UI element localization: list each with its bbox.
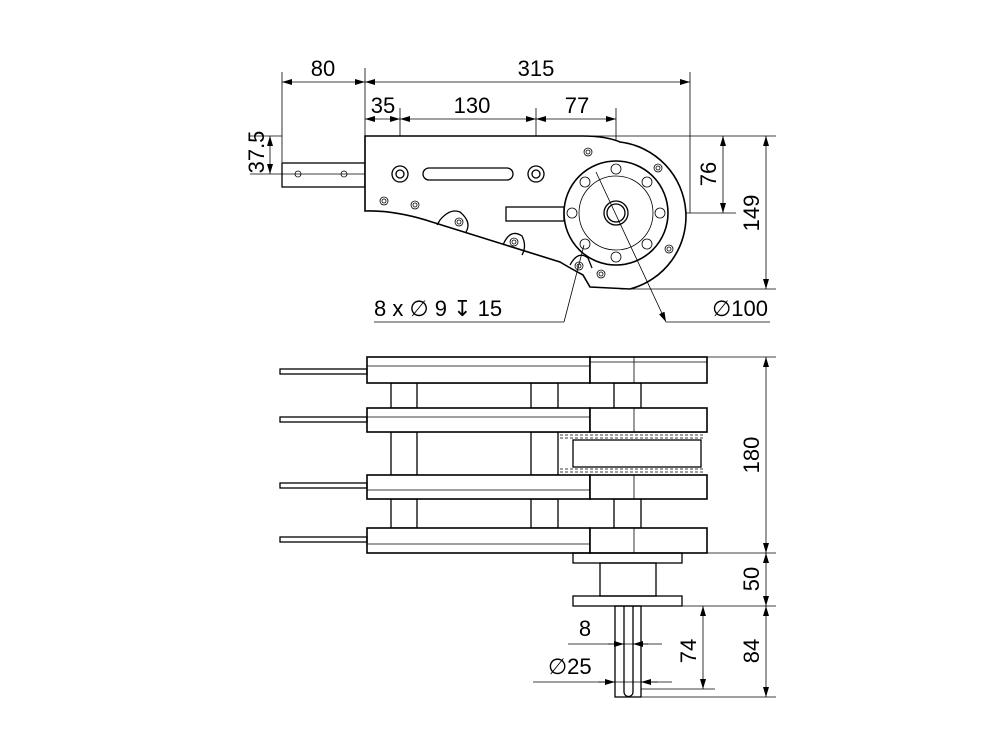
dim-center-height: 76 <box>696 162 721 186</box>
dim-key-width: 8 <box>579 616 591 641</box>
dim-shaft-diameter: ∅25 <box>548 654 592 679</box>
output-flange <box>563 160 669 266</box>
flange-bolt-holes <box>566 163 666 263</box>
dim-overall-length: 315 <box>518 56 555 81</box>
top-view: 80 315 35 130 77 37.5 76 149 <box>244 56 776 323</box>
side-view: 180 50 84 74 8 ∅25 <box>279 356 776 698</box>
output-shaft-assembly <box>572 552 683 698</box>
dim-shaft-length: 80 <box>311 56 335 81</box>
input-shaft <box>281 162 366 188</box>
dim-stack-height: 180 <box>739 437 764 474</box>
gear-teeth <box>560 434 705 473</box>
dim-flange-height: 50 <box>739 567 764 591</box>
dim-key-length: 74 <box>676 639 701 663</box>
dim-hole-spacing: 130 <box>454 93 491 118</box>
dim-first-hole: 35 <box>371 93 395 118</box>
dim-to-center: 77 <box>565 93 589 118</box>
dim-output-shaft-length: 84 <box>739 639 764 663</box>
dim-overall-height: 149 <box>739 195 764 232</box>
input-shafts <box>279 368 368 543</box>
plates <box>366 356 708 554</box>
dim-shaft-offset: 37.5 <box>244 131 269 174</box>
hole-callout: 8 x ∅ 9 ↧ 15 <box>374 296 502 321</box>
dim-flange-diameter: ∅100 <box>712 296 768 321</box>
